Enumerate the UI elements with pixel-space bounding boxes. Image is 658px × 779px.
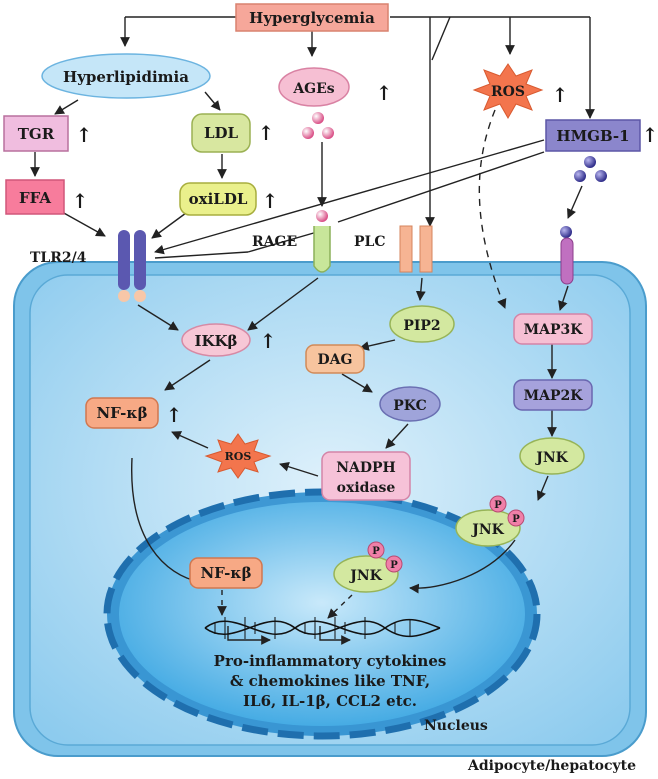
cytokines-line-3: IL6, IL-1β, CCL2 etc. <box>243 692 417 710</box>
pip2-label: PIP2 <box>403 318 440 334</box>
ages-node: AGEs ↑ <box>278 67 393 139</box>
connectors <box>30 16 595 645</box>
ikkb-label: IKKβ <box>194 332 237 350</box>
cytokines-line-1: Pro-inflammatory cytokines <box>214 652 447 670</box>
ikkb-node: IKKβ ↑ <box>181 323 277 357</box>
hmgb1-node: HMGB-1 ↑ <box>545 119 658 182</box>
tlr-label: TLR2/4 <box>30 250 87 266</box>
oxildl-increase-arrow: ↑ <box>262 189 279 213</box>
oxildl-label: oxiLDL <box>189 190 248 208</box>
nucleus <box>103 488 541 740</box>
cell-type-label: Adipocyte/hepatocyte <box>467 758 636 774</box>
plc-label: PLC <box>354 234 386 250</box>
hmgb1-label: HMGB-1 <box>556 127 629 145</box>
map2k-label: MAP2K <box>524 388 584 404</box>
hyperglycemia-label: Hyperglycemia <box>249 9 375 27</box>
pip2-node: PIP2 <box>389 305 455 343</box>
tgr-node: TGR ↑ <box>3 115 93 152</box>
jnk-phosphorylated-label: JNK <box>470 522 504 538</box>
hyperlipidimia-label: Hyperlipidimia <box>63 68 189 86</box>
nfkb-nucleus-label: NF-κβ <box>200 564 251 582</box>
tgr-increase-arrow: ↑ <box>76 123 93 147</box>
dag-node: DAG <box>305 344 365 374</box>
ffa-label: FFA <box>19 189 51 207</box>
pkc-node: PKC <box>379 386 441 422</box>
ros-top-node: ROS ↑ <box>472 63 569 120</box>
jnk-label: JNK <box>534 450 568 466</box>
hyperlipidimia-node: Hyperlipidimia <box>41 53 211 99</box>
ffa-increase-arrow: ↑ <box>72 189 89 213</box>
map3k-label: MAP3K <box>524 322 584 338</box>
ages-increase-arrow: ↑ <box>376 81 393 105</box>
nucleus-output-text: Pro-inflammatory cytokines & chemokines … <box>214 652 447 710</box>
nfkb-nucleus-node: NF-κβ <box>189 557 263 589</box>
ldl-node: LDL ↑ <box>191 113 275 153</box>
plc-receptor-icon <box>399 225 433 273</box>
nucleus-label: Nucleus <box>424 718 488 734</box>
ros-mid-label: ROS <box>225 450 252 463</box>
phosphate-badge: P <box>494 500 502 511</box>
dna-helix-icon <box>204 617 441 639</box>
pkc-label: PKC <box>393 398 426 414</box>
hmgb1-increase-arrow: ↑ <box>642 123 658 147</box>
rage-label: RAGE <box>252 234 297 250</box>
nadph-label: NADPH <box>336 460 396 476</box>
ldl-increase-arrow: ↑ <box>258 121 275 145</box>
dag-label: DAG <box>318 352 353 368</box>
jnk-nucleus-node: JNK P P <box>333 541 403 593</box>
oxildl-node: oxiLDL ↑ <box>179 182 279 216</box>
nfkb-cytoplasm-node: NF-κβ ↑ <box>85 397 183 429</box>
phosphate-badge: P <box>372 546 380 557</box>
nfkb-cytoplasm-label: NF-κβ <box>96 404 147 422</box>
phosphate-badge: P <box>512 514 520 525</box>
map3k-node: MAP3K <box>513 313 593 345</box>
oxidase-label: oxidase <box>337 480 396 496</box>
ffa-node: FFA ↑ <box>5 179 89 215</box>
ros-mid-node: ROS <box>204 433 272 479</box>
jnk-node: JNK <box>519 437 585 475</box>
ages-label: AGEs <box>292 81 334 97</box>
map2k-node: MAP2K <box>513 379 593 411</box>
nfkb-increase-arrow: ↑ <box>166 403 183 427</box>
nadph-oxidase-node: NADPH oxidase <box>321 451 411 501</box>
jnk-nucleus-label: JNK <box>348 568 382 584</box>
tlr-receptor-icon <box>118 230 146 302</box>
ldl-label: LDL <box>204 124 239 142</box>
ros-increase-arrow: ↑ <box>552 83 569 107</box>
hyperglycemia-node: Hyperglycemia <box>235 3 389 32</box>
ages-molecule-icon <box>302 112 334 139</box>
ikkb-increase-arrow: ↑ <box>260 329 277 353</box>
phosphate-badge: P <box>390 560 398 571</box>
hmgb1-molecule-icon <box>574 156 607 182</box>
ros-top-label: ROS <box>491 84 525 100</box>
rage-receptor-icon <box>313 210 331 273</box>
tgr-label: TGR <box>18 125 55 143</box>
cytokines-line-2: & chemokines like TNF, <box>230 672 430 690</box>
jnk-phosphorylated-node: JNK P P <box>455 495 525 547</box>
hmgb1-receptor-icon <box>560 226 574 285</box>
